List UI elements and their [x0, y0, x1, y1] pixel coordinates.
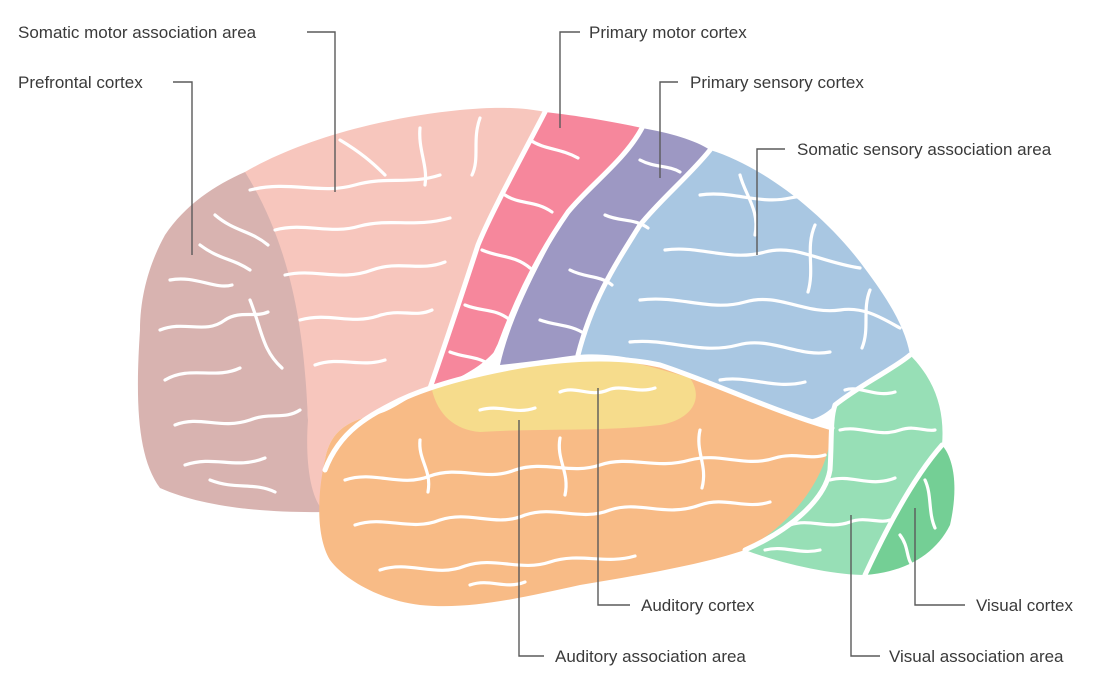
- region-prefrontal: [137, 170, 325, 513]
- lateral-sulcus: [322, 356, 835, 473]
- label-primary-sensory: Primary sensory cortex: [690, 73, 864, 92]
- region-visual-cortex: [865, 445, 955, 575]
- label-somatic-sensory-association: Somatic sensory association area: [797, 140, 1052, 159]
- brain-folds: [158, 116, 937, 587]
- brain-regions: [137, 107, 955, 607]
- region-somatic-motor-association: [245, 107, 545, 513]
- labels: Somatic motor association area Prefronta…: [18, 23, 1074, 666]
- region-primary-motor: [430, 112, 642, 388]
- visual-cortex-boundary: [862, 442, 945, 578]
- region-auditory-cortex: [432, 357, 696, 432]
- label-primary-motor: Primary motor cortex: [589, 23, 747, 42]
- leader-visual-cortex: [914, 508, 965, 606]
- central-sulcus: [487, 125, 645, 369]
- leader-auditory-association: [518, 420, 544, 657]
- region-boundaries: [322, 109, 945, 578]
- leader-visual-association: [850, 515, 880, 657]
- leader-primary-sensory: [659, 81, 678, 178]
- leader-somatic-sensory-association: [756, 148, 785, 255]
- label-visual-cortex: Visual cortex: [976, 596, 1074, 615]
- leader-auditory-cortex: [597, 388, 630, 606]
- leader-primary-motor: [559, 31, 580, 128]
- label-auditory-association: Auditory association area: [555, 647, 746, 666]
- label-somatic-motor-association: Somatic motor association area: [18, 23, 257, 42]
- label-auditory-cortex: Auditory cortex: [641, 596, 755, 615]
- occipital-boundary: [742, 352, 913, 553]
- label-prefrontal: Prefrontal cortex: [18, 73, 143, 92]
- leader-lines: [173, 31, 965, 657]
- precentral-sulcus: [427, 109, 548, 391]
- leader-prefrontal: [173, 81, 193, 255]
- leader-somatic-motor-association: [307, 31, 336, 192]
- region-primary-sensory: [500, 128, 710, 365]
- region-auditory-association: [319, 357, 832, 607]
- label-visual-association: Visual association area: [889, 647, 1064, 666]
